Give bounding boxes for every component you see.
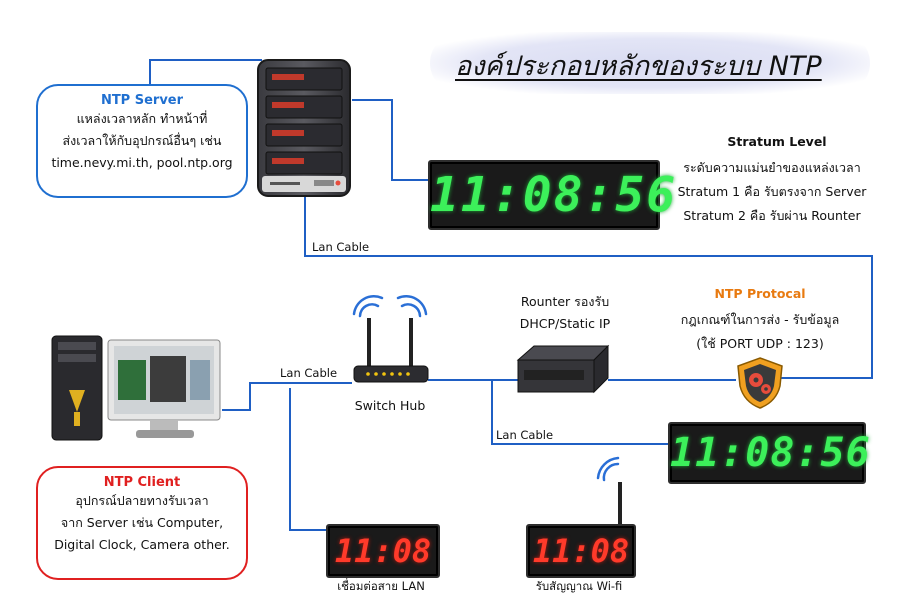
switch-hub-icon [352,295,429,383]
ntp-server-line2: ส่งเวลาให้กับอุปกรณ์อื่นๆ เช่น [62,133,222,148]
lan-cable-label-pc: Lan Cable [280,366,338,380]
switch-hub-label: Switch Hub [354,398,426,413]
top-digital-clock: 11:08:56 [428,160,678,230]
ntp-client-line1: อุปกรณ์ปลายทางรับเวลา [75,493,209,508]
ntp-protocol-title: NTP Protocal [714,286,806,301]
lan-clock-digits: 11:08 [334,532,432,570]
lan-cable-label-server: Lan Cable [312,240,370,254]
ntp-client-line2: จาก Server เช่น Computer, [60,515,224,530]
ntp-server-title: NTP Server [100,93,184,108]
ntp-server-line3: time.nevy.mi.th, pool.ntp.org [51,155,233,170]
stratum-line1: ระดับความแม่นยำของแหล่งเวลา [683,160,861,175]
shield-gear-icon [737,357,783,409]
top-clock-digits: 11:08:56 [430,167,678,223]
ntp-protocol-line2: (ใช้ PORT UDP : 123) [696,336,824,351]
ntp-server-line1: แหล่งเวลาหลัก ทำหน้าที่ [76,111,208,126]
lan-digital-clock: 11:08 [326,524,440,578]
router-line2: DHCP/Static IP [519,316,611,331]
ntp-client-title: NTP Client [103,475,181,490]
lan-clock-label: เชื่อมต่อสาย LAN [337,579,425,593]
page-title: องค์ประกอบหลักของระบบ NTP [455,51,822,82]
ntp-client-line3: Digital Clock, Camera other. [54,537,230,552]
right-clock-digits: 11:08:56 [670,430,871,476]
wifi-digital-clock: 11:08 [526,524,636,578]
stratum-title: Stratum Level [727,134,827,149]
server-icon [257,59,351,197]
wifi-clock-digits: 11:08 [532,532,630,570]
lan-cable-label-router: Lan Cable [496,428,554,442]
ntp-server-callout: NTP Server แหล่งเวลาหลัก ทำหน้าที่ ส่งเว… [36,84,248,198]
router-icon [516,344,610,394]
computer-icon [51,335,221,441]
wifi-antenna-icon [596,456,622,528]
ntp-protocol-line1: กฎเกณฑ์ในการส่ง - รับข้อมูล [680,312,840,327]
ntp-client-callout: NTP Client อุปกรณ์ปลายทางรับเวลา จาก Ser… [36,466,248,580]
stratum-line3: Stratum 2 คือ รับผ่าน Rounter [683,208,861,223]
right-digital-clock: 11:08:56 [668,422,871,484]
router-line1: Rounter รองรับ [520,294,610,309]
stratum-line2: Stratum 1 คือ รับตรงจาก Server [677,184,867,199]
wifi-clock-label: รับสัญญาณ Wi-fi [535,579,623,593]
title-background [430,32,870,94]
